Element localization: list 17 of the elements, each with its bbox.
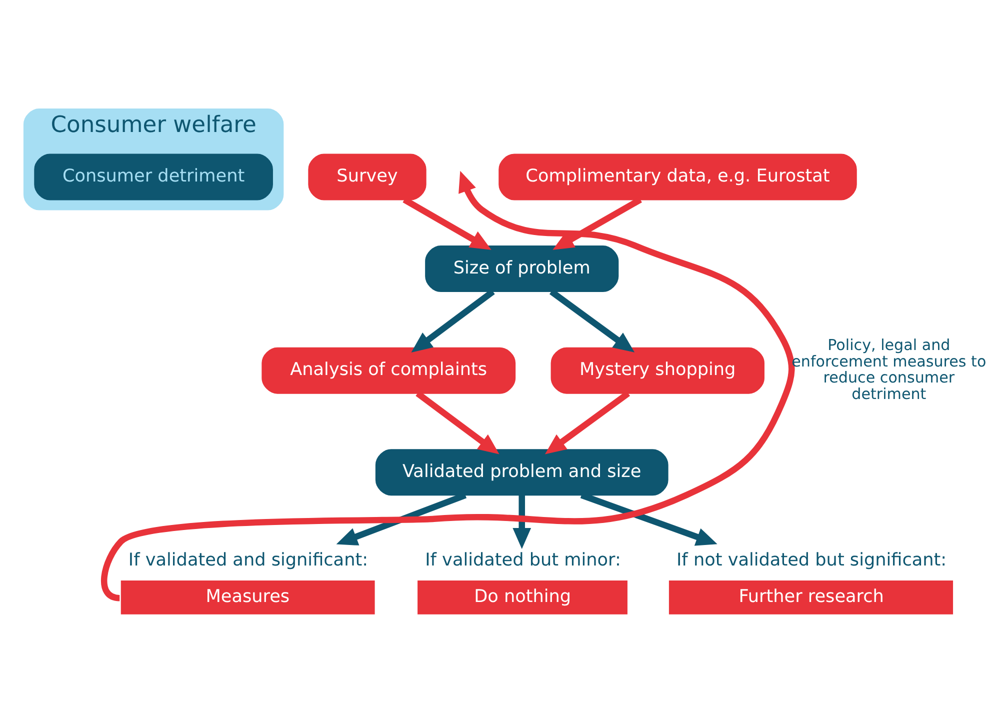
arrow [548, 289, 634, 352]
arrow [410, 289, 494, 352]
node-box: Complimentary data, e.g. Eurostat [498, 154, 856, 200]
node-box: Analysis of complaints [261, 347, 516, 394]
node-box: Mystery shopping [550, 347, 764, 394]
node-box: Consumer detriment [34, 154, 272, 200]
node-box: Measures [120, 580, 374, 614]
node-box: Do nothing [417, 580, 627, 614]
arrow [415, 390, 499, 454]
node-box: Survey [308, 154, 426, 200]
arrow [544, 390, 630, 454]
node-label: If validated and significant: [128, 550, 368, 571]
node-box: Validated problem and size [374, 449, 668, 496]
node-box: Size of problem [424, 246, 618, 292]
node-label: If not validated but significant: [676, 550, 946, 571]
node-box: Further research [668, 580, 953, 614]
node-label: If validated but minor: [424, 550, 620, 571]
